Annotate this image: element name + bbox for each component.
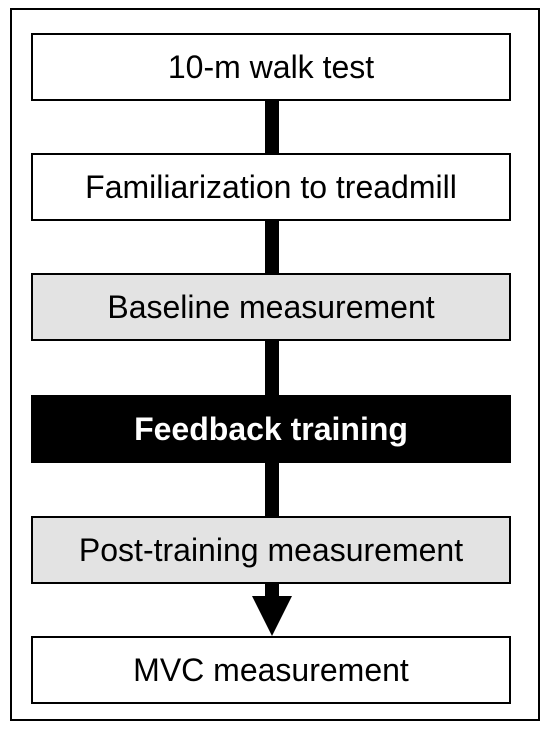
step-walk-test: 10-m walk test: [31, 33, 511, 101]
connector-3: [265, 339, 279, 397]
arrow-down-icon: [252, 596, 292, 636]
step-label: 10-m walk test: [167, 48, 375, 85]
step-label: Post-training measurement: [78, 531, 464, 568]
step-feedback-training: Feedback training: [31, 395, 511, 463]
connector-1: [265, 99, 279, 157]
connector-5: [265, 582, 279, 600]
step-label: MVC measurement: [133, 651, 409, 688]
connector-4: [265, 462, 279, 517]
connector-2: [265, 219, 279, 277]
step-mvc-measurement: MVC measurement: [31, 636, 511, 704]
step-label: Feedback training: [134, 410, 408, 447]
step-label: Baseline measurement: [107, 288, 435, 325]
step-post-training-measurement: Post-training measurement: [31, 516, 511, 584]
step-familiarization: Familiarization to treadmill: [31, 153, 511, 221]
step-label: Familiarization to treadmill: [85, 168, 457, 205]
step-baseline-measurement: Baseline measurement: [31, 273, 511, 341]
